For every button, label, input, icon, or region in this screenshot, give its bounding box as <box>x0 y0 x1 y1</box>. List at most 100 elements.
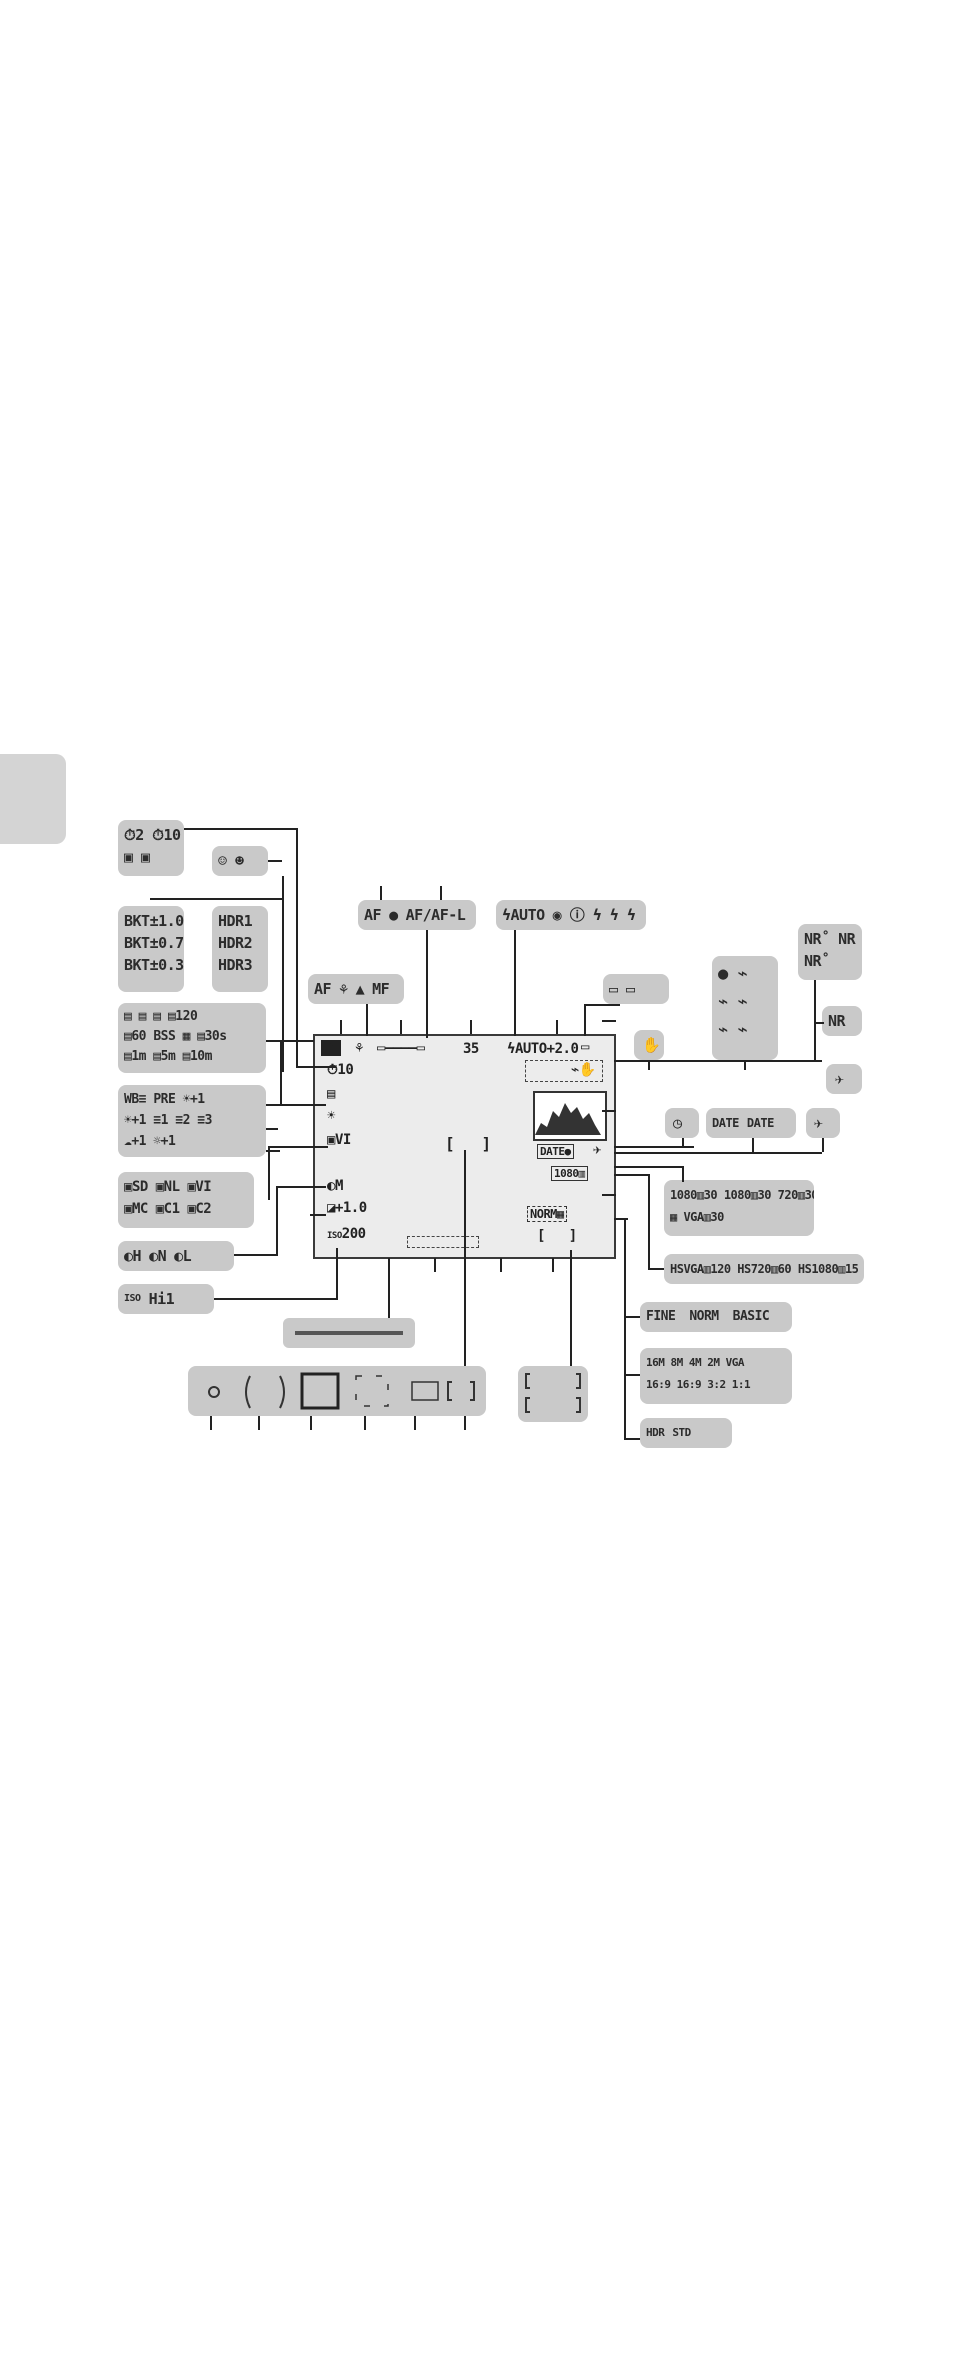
exposure-bar-box <box>283 1318 415 1348</box>
size-row-1: 16M 8M 4M 2M VGA <box>646 1356 745 1369</box>
zoom-bar-icon: ▭————▭ <box>377 1040 425 1056</box>
target-frame-icon <box>525 1373 581 1413</box>
hdr-2: HDR2 <box>218 934 253 952</box>
hdr-3: HDR3 <box>218 956 253 974</box>
lcd-date: DATE● <box>537 1144 574 1159</box>
af-mode-box: AF ⚘ ▲ MF <box>308 974 404 1004</box>
hdr-mode: HDR <box>646 1426 665 1439</box>
iso-hi: Hi1 <box>148 1290 175 1308</box>
lcd-wb-icon: ☀ <box>327 1108 335 1124</box>
hdr-std-box: HDR STD <box>640 1418 732 1448</box>
shots-remaining: 35 <box>463 1041 479 1057</box>
quality-box: FINE NORM BASIC <box>640 1302 792 1332</box>
vr-hand-icon: ✋ <box>642 1036 661 1054</box>
date-stamp: DATE <box>712 1116 739 1130</box>
quality-fine: FINE <box>646 1309 676 1324</box>
target-box <box>518 1366 588 1422</box>
nr-row-1: NR˚ NR <box>804 930 856 948</box>
movie-box: 1080▥30 1080▥30 720▥30 ▦ VGA▥30 <box>664 1180 814 1236</box>
bracket-box: BKT±1.0 BKT±0.7 BKT±0.3 <box>118 906 184 992</box>
tone-l: ◐L <box>174 1247 192 1265</box>
continuous-box: ▤ ▤ ▤ ▤120 ▤60 BSS ▦ ▤30s ▤1m ▤5m ▤10m <box>118 1003 266 1073</box>
lcd-movie: 1080▥ <box>551 1166 588 1181</box>
movie-row-1: 1080▥30 1080▥30 720▥30 <box>670 1188 814 1202</box>
pc-row-1: ▣SD ▣NL ▣VI <box>124 1179 212 1195</box>
quality-basic: BASIC <box>732 1309 770 1324</box>
lcd-timer: ⏱10 <box>327 1062 354 1078</box>
iso-label: ISO <box>124 1293 141 1304</box>
af-auto: AF <box>314 980 332 998</box>
flash-auto: ϟAUTO <box>502 906 545 924</box>
wb-row-2: ☀+1 ≡1 ≡2 ≡3 <box>124 1113 212 1128</box>
lcd-af-brackets-icon: [ ] <box>445 1134 491 1153</box>
continuous-row-1: ▤ ▤ ▤ ▤120 <box>124 1009 198 1024</box>
wb-row-3: ☁+1 ☼+1 <box>124 1134 176 1149</box>
af-lock: AF/AF-L <box>405 906 466 924</box>
lcd-continuous-icon: ▤ <box>327 1086 335 1102</box>
battery-box: ▭ ▭ <box>603 974 669 1004</box>
exposure-dash-frame <box>407 1236 479 1248</box>
wifi-box: ● ⌁ ⌁ ⌁ ⌁ ⌁ <box>712 956 778 1060</box>
movie-row-2: ▦ VGA▥30 <box>670 1210 724 1224</box>
size-row-2: 16:9 16:9 3:2 1:1 <box>646 1378 751 1391</box>
image-size-box: 16M 8M 4M 2M VGA 16:9 16:9 3:2 1:1 <box>640 1348 792 1404</box>
vr-box: ✋ <box>634 1030 664 1060</box>
nr-single: NR <box>828 1012 846 1030</box>
lcd-picture-control: ▣VI <box>327 1132 351 1148</box>
nr-box: NR˚ NR NR˚ <box>798 924 862 980</box>
face-icons: ☺ ☻ <box>218 852 244 870</box>
picture-control-box: ▣SD ▣NL ▣VI ▣MC ▣C1 ▣C2 <box>118 1172 254 1228</box>
timezone-box: ◷ <box>665 1108 699 1138</box>
smile-icons: ▣ ▣ <box>124 848 150 866</box>
self-timer-box: ⏱2 ⏱10 ▣ ▣ <box>118 820 184 876</box>
iso-box: ISO Hi1 <box>118 1284 214 1314</box>
hs-movie-row: HSVGA▥120 HS720▥60 HS1080▥15 <box>670 1262 859 1276</box>
focus-frames-icon <box>208 1372 475 1410</box>
lcd-travel-icon: ✈ <box>593 1142 601 1158</box>
self-timer-values: ⏱2 ⏱10 <box>124 826 181 844</box>
focus-area-box <box>188 1366 486 1416</box>
tone-box: ◐H ◐N ◐L <box>118 1241 234 1271</box>
wifi-row-1: ● ⌁ <box>718 964 748 984</box>
travel-box: ✈ <box>806 1108 840 1138</box>
lcd-exposure: ◪+1.0 <box>327 1200 367 1216</box>
lcd-wifi-icon: ⌁✋ <box>571 1062 596 1078</box>
lcd-battery-icon: ▭ <box>581 1039 589 1055</box>
nr-single-box: NR <box>822 1006 862 1036</box>
std-mode: STD <box>672 1426 691 1439</box>
wb-row-1: WB≡ PRE ☀+1 <box>124 1092 205 1107</box>
mf-label: MF <box>372 980 390 998</box>
flash-box: ϟAUTO ◉ ⓘ ϟ ϟ ϟ <box>496 900 646 930</box>
lcd-flash: ϟAUTO+2.0 <box>507 1041 579 1057</box>
af-indicator: AF <box>364 906 382 924</box>
date-stamp-2: DATE <box>746 1116 774 1130</box>
macro-mode-icon: ⚘ <box>355 1040 363 1056</box>
hdr-box: HDR1 HDR2 HDR3 <box>212 906 268 992</box>
exposure-bar <box>295 1331 403 1335</box>
continuous-row-3: ▤1m ▤5m ▤10m <box>124 1049 212 1064</box>
lcd-target-icon: [ ] <box>537 1228 577 1244</box>
airplane-icon: ✈ <box>814 1114 823 1132</box>
lcd-iso: ISO200 <box>327 1226 366 1242</box>
white-balance-box: WB≡ PRE ☀+1 ☀+1 ≡1 ≡2 ≡3 ☁+1 ☼+1 <box>118 1085 266 1157</box>
section-tab <box>0 754 66 844</box>
lcd-tone: ◐M <box>327 1178 343 1194</box>
tone-n: ◐N <box>149 1247 167 1265</box>
quality-norm: NORM <box>689 1309 719 1324</box>
wifi-dash-frame <box>525 1060 603 1082</box>
hs-movie-box: HSVGA▥120 HS720▥60 HS1080▥15 <box>664 1254 864 1284</box>
pc-row-2: ▣MC ▣C1 ▣C2 <box>124 1201 212 1217</box>
mountain-icon: ▲ <box>355 980 365 998</box>
histogram <box>533 1091 607 1141</box>
satellite-icon: ✈ <box>835 1070 844 1088</box>
battery-icon: ▭ ▭ <box>609 980 635 998</box>
wifi-row-2: ⌁ ⌁ <box>718 992 748 1012</box>
continuous-row-2: ▤60 BSS ▦ ▤30s <box>124 1029 227 1044</box>
clock-icon: ◷ <box>673 1114 682 1132</box>
bkt-2: BKT±0.7 <box>124 934 184 952</box>
wifi-row-3: ⌁ ⌁ <box>718 1020 748 1040</box>
macro-icon: ⚘ <box>339 980 348 998</box>
bkt-1: BKT±1.0 <box>124 912 184 930</box>
af-dot-icon: ● <box>389 906 398 924</box>
lcd-quality: NORM▦ <box>527 1206 567 1222</box>
